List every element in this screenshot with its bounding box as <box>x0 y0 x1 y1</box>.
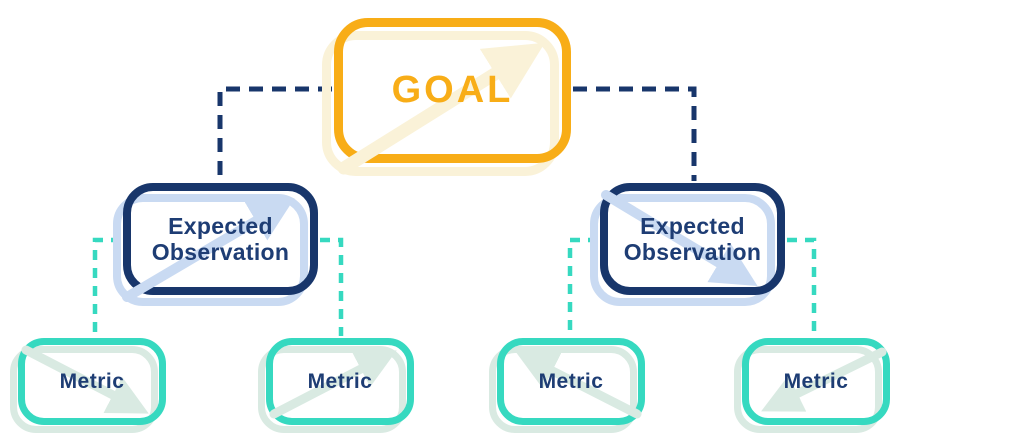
observation-1-label: Expected Observation <box>123 183 318 295</box>
metric-node-1: Metric <box>10 338 166 433</box>
metric-2-shadow-box <box>258 346 406 433</box>
observation-2-label: Expected Observation <box>600 183 785 295</box>
metric-node-2: Metric <box>258 338 414 433</box>
trend-down-arrow-icon <box>601 190 758 286</box>
goal-node-border-box <box>334 18 571 163</box>
goal-label: GOAL <box>334 18 571 163</box>
metric-2-label-text: Metric <box>307 369 373 393</box>
metric-1-label-text: Metric <box>59 369 125 393</box>
metric-node-3: Metric <box>489 338 645 433</box>
expected-observation-node-2: Expected Observation <box>590 183 785 306</box>
metric-3-shadow-box <box>489 346 637 433</box>
trend-down-left-arrow-icon <box>761 347 887 412</box>
metric-4-border-box <box>742 338 890 425</box>
metric-2-border-box <box>266 338 414 425</box>
connector-goal-to-observation-1 <box>217 86 332 181</box>
observation-1-border-box <box>123 183 318 295</box>
trend-up-left-arrow-icon <box>516 352 642 419</box>
connector-observation-1-to-metric-2 <box>320 237 344 336</box>
trend-up-arrow-icon <box>337 42 545 175</box>
metric-1-shadow-box <box>10 346 158 433</box>
metric-2-label: Metric <box>266 338 414 425</box>
metric-1-label: Metric <box>18 338 166 425</box>
connector-observation-2-to-metric-4 <box>787 237 817 336</box>
metric-1-border-box <box>18 338 166 425</box>
trend-up-arrow-icon <box>269 350 397 419</box>
metric-node-4: Metric <box>734 338 890 433</box>
metric-3-border-box <box>497 338 645 425</box>
observation-1-label-text: Expected Observation <box>151 212 290 265</box>
goal-node: GOAL <box>322 18 571 176</box>
metric-3-label-text: Metric <box>538 369 604 393</box>
goal-label-text: GOAL <box>391 69 514 111</box>
trend-up-arrow-icon <box>122 198 295 302</box>
metric-4-label-text: Metric <box>783 369 849 393</box>
observation-2-label-text: Expected Observation <box>623 212 762 265</box>
metric-4-label: Metric <box>742 338 890 425</box>
metric-4-shadow-box <box>734 346 882 433</box>
observation-2-shadow-box <box>590 194 775 306</box>
goal-node-shadow-box <box>322 31 559 176</box>
observation-2-border-box <box>600 183 785 295</box>
connector-goal-to-observation-2 <box>573 86 697 181</box>
trend-down-arrow-icon <box>21 345 149 414</box>
observation-1-shadow-box <box>113 194 308 306</box>
metric-3-label: Metric <box>497 338 645 425</box>
expected-observation-node-1: Expected Observation <box>113 183 318 306</box>
